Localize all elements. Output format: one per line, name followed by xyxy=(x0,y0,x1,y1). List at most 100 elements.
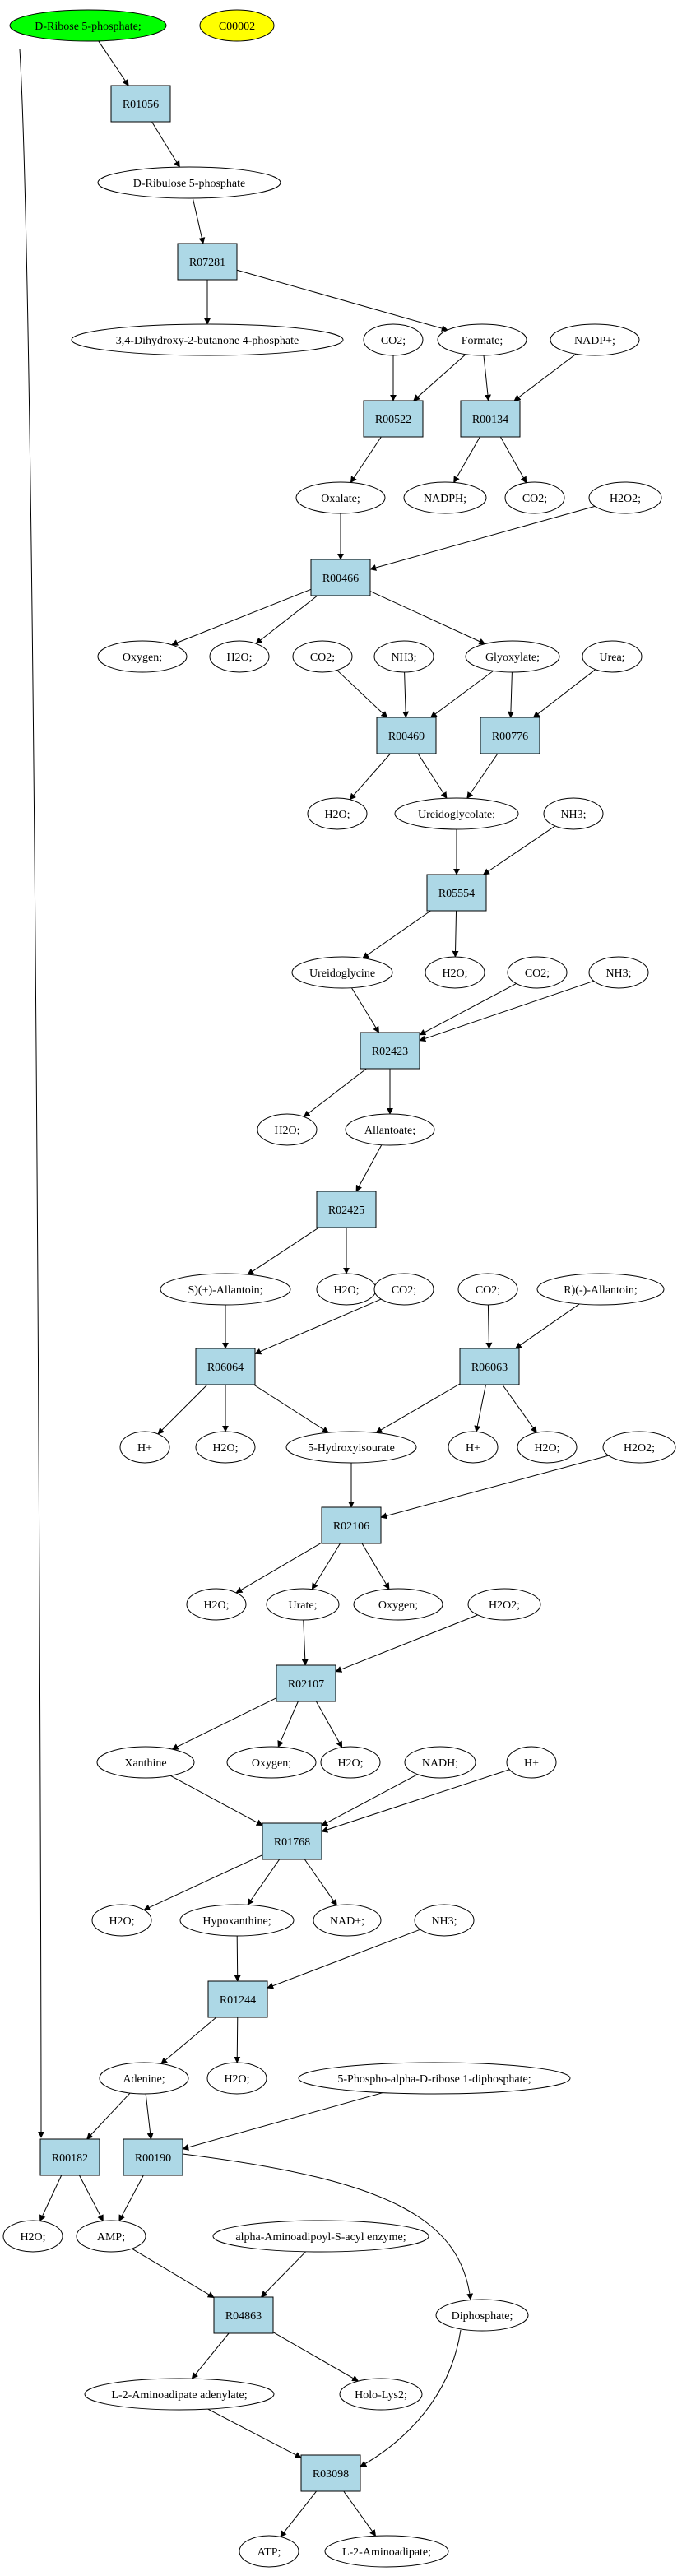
reaction-node-r00776[interactable]: R00776 xyxy=(480,717,540,754)
compound-ellipse xyxy=(91,1904,152,1937)
compound-node-xanthine[interactable]: Xanthine xyxy=(96,1746,195,1779)
reaction-node-r06063[interactable]: R06063 xyxy=(459,1348,520,1385)
compound-node-co2f[interactable]: CO2; xyxy=(457,1273,518,1306)
reaction-node-r02106[interactable]: R02106 xyxy=(321,1506,382,1544)
compound-node-atp[interactable]: ATP; xyxy=(239,2535,299,2568)
compound-node-co2c[interactable]: CO2; xyxy=(292,640,353,673)
compound-node-oxygen3[interactable]: Oxygen; xyxy=(226,1746,317,1779)
compound-node-h2o2a[interactable]: H2O2; xyxy=(588,481,662,514)
compound-node-h2o12[interactable]: H2O; xyxy=(2,2220,63,2253)
compound-node-allantoate[interactable]: Allantoate; xyxy=(345,1113,435,1146)
compound-node-co2b[interactable]: CO2; xyxy=(504,481,565,514)
compound-node-h2o6[interactable]: H2O; xyxy=(195,1431,256,1464)
compound-node-oxygen1[interactable]: Oxygen; xyxy=(97,640,188,673)
compound-node-aaasenz[interactable]: alpha-Aminoadipoyl-S-acyl enzyme; xyxy=(212,2220,429,2253)
compound-node-formate[interactable]: Formate; xyxy=(437,323,527,356)
node-label: L-2-Aminoadipate; xyxy=(342,2546,431,2559)
reaction-node-r01056[interactable]: R01056 xyxy=(110,85,171,123)
compound-node-c00002[interactable]: C00002 xyxy=(199,9,275,42)
compound-node-diphosphate[interactable]: Diphosphate; xyxy=(435,2299,529,2332)
compound-node-h2o9[interactable]: H2O; xyxy=(320,1746,381,1779)
reaction-node-r01768[interactable]: R01768 xyxy=(262,1822,322,1860)
compound-node-hypoxanthine[interactable]: Hypoxanthine; xyxy=(179,1904,295,1937)
compound-node-adenine[interactable]: Adenine; xyxy=(99,2062,189,2095)
compound-node-ureidoglycine[interactable]: Ureidoglycine xyxy=(291,956,393,989)
compound-node-glyoxylate[interactable]: Glyoxylate; xyxy=(465,640,560,673)
compound-node-h2o5[interactable]: H2O; xyxy=(316,1273,377,1306)
compound-ellipse xyxy=(324,2535,449,2568)
compound-node-co2a[interactable]: CO2; xyxy=(363,323,424,356)
reaction-node-r02425[interactable]: R02425 xyxy=(316,1191,377,1228)
compound-node-nh3d[interactable]: NH3; xyxy=(414,1904,475,1937)
compound-node-h2o10[interactable]: H2O; xyxy=(91,1904,152,1937)
edge-aaasenz-r04863 xyxy=(260,2251,306,2298)
compound-node-h2o2[interactable]: H2O; xyxy=(307,797,368,830)
compound-node-laad[interactable]: L-2-Aminoadipate adenylate; xyxy=(84,2378,275,2411)
compound-node-co2d[interactable]: CO2; xyxy=(507,956,568,989)
reaction-node-r01244[interactable]: R01244 xyxy=(207,1980,268,2018)
compound-ellipse xyxy=(179,1904,295,1937)
compound-node-laa[interactable]: L-2-Aminoadipate; xyxy=(324,2535,449,2568)
reaction-node-r02107[interactable]: R02107 xyxy=(276,1664,336,1702)
compound-node-hplus3[interactable]: H+ xyxy=(506,1746,557,1779)
compound-node-h2o7[interactable]: H2O; xyxy=(517,1431,578,1464)
node-label: Glyoxylate; xyxy=(485,652,540,664)
edge-r00182-amp xyxy=(79,2175,104,2222)
compound-node-holo[interactable]: Holo-Lys2; xyxy=(339,2378,423,2411)
reaction-node-r00134[interactable]: R00134 xyxy=(460,400,521,438)
compound-node-rallantoin[interactable]: R)(-)-Allantoin; xyxy=(536,1273,665,1306)
reaction-node-r07281[interactable]: R07281 xyxy=(177,243,238,281)
compound-ellipse xyxy=(226,1746,317,1779)
compound-node-start[interactable]: D-Ribose 5-phosphate; xyxy=(9,9,167,42)
compound-node-h2o1[interactable]: H2O; xyxy=(209,640,270,673)
compound-node-amp[interactable]: AMP; xyxy=(76,2220,146,2253)
compound-node-urea[interactable]: Urea; xyxy=(582,640,643,673)
reaction-node-r00466[interactable]: R00466 xyxy=(310,559,371,596)
compound-node-nh3c[interactable]: NH3; xyxy=(588,956,649,989)
compound-node-oxalate[interactable]: Oxalate; xyxy=(295,481,386,514)
reaction-box xyxy=(39,2138,100,2176)
compound-ellipse xyxy=(186,1588,247,1621)
compound-node-ribose2[interactable]: D-Ribulose 5-phosphate xyxy=(97,166,281,199)
compound-node-hplus1[interactable]: H+ xyxy=(119,1431,170,1464)
reaction-node-r00522[interactable]: R00522 xyxy=(363,400,424,438)
reaction-box xyxy=(426,874,487,912)
compound-node-nh3a[interactable]: NH3; xyxy=(373,640,434,673)
node-label: CO2; xyxy=(525,968,550,980)
compound-node-dhbp[interactable]: 3,4-Dihydroxy-2-butanone 4-phosphate xyxy=(71,323,344,356)
compound-node-h2o2b[interactable]: H2O2; xyxy=(602,1431,676,1464)
compound-node-hiu[interactable]: 5-Hydroxyisourate xyxy=(285,1431,417,1464)
compound-node-nadplus[interactable]: NAD+; xyxy=(313,1904,382,1937)
compound-ellipse xyxy=(504,481,565,514)
compound-node-h2o8[interactable]: H2O; xyxy=(186,1588,247,1621)
compound-node-h2o3[interactable]: H2O; xyxy=(425,956,485,989)
compound-node-h2o4[interactable]: H2O; xyxy=(257,1113,318,1146)
reaction-node-r06064[interactable]: R06064 xyxy=(195,1348,256,1385)
node-label: NADP+; xyxy=(574,335,615,347)
compound-node-nadph[interactable]: NADPH; xyxy=(403,481,487,514)
compound-node-nadpplus[interactable]: NADP+; xyxy=(550,323,640,356)
reaction-node-r05554[interactable]: R05554 xyxy=(426,874,487,912)
compound-node-h2o11[interactable]: H2O; xyxy=(206,2062,267,2095)
compound-node-co2e[interactable]: CO2; xyxy=(373,1273,434,1306)
node-label: Urea; xyxy=(599,652,624,664)
reaction-node-r03098[interactable]: R03098 xyxy=(300,2454,361,2492)
compound-node-nadh[interactable]: NADH; xyxy=(404,1746,476,1779)
compound-node-hplus2[interactable]: H+ xyxy=(448,1431,499,1464)
reaction-node-r02423[interactable]: R02423 xyxy=(360,1032,420,1070)
edge-h2o2b-r02106 xyxy=(380,1455,609,1520)
reaction-node-r00469[interactable]: R00469 xyxy=(376,717,437,754)
reaction-node-r04863[interactable]: R04863 xyxy=(213,2296,274,2334)
compound-ellipse xyxy=(506,1746,557,1779)
compound-node-prpp[interactable]: 5-Phospho-alpha-D-ribose 1-diphosphate; xyxy=(298,2062,571,2095)
compound-node-h2o2c[interactable]: H2O2; xyxy=(467,1588,541,1621)
reaction-node-r00182[interactable]: R00182 xyxy=(39,2138,100,2176)
compound-node-urate[interactable]: Urate; xyxy=(266,1588,340,1621)
compound-node-ureidoglycolate[interactable]: Ureidoglycolate; xyxy=(394,797,519,830)
compound-node-sallantoin[interactable]: S)(+)-Allantoin; xyxy=(160,1273,291,1306)
compound-ellipse xyxy=(373,640,434,673)
reaction-node-r00190[interactable]: R00190 xyxy=(123,2138,183,2176)
edge-formate-r00522 xyxy=(413,354,466,401)
compound-node-nh3b[interactable]: NH3; xyxy=(543,797,604,830)
compound-node-oxygen2[interactable]: Oxygen; xyxy=(353,1588,443,1621)
